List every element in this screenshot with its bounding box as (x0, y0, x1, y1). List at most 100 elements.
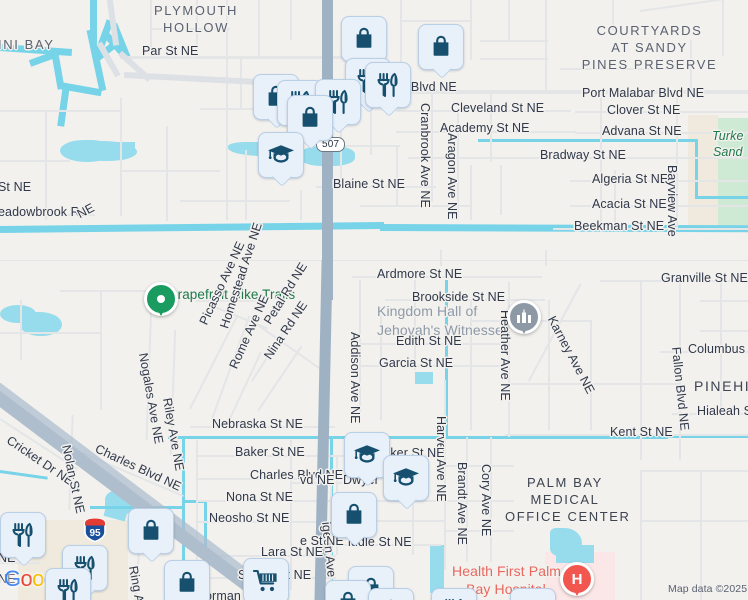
street-label: Ardmore St NE (377, 267, 463, 281)
shopping-bag-icon (356, 27, 372, 48)
canal (182, 500, 204, 503)
street-label: Algeria St NE (592, 172, 669, 186)
graduation-cap-icon (267, 144, 295, 166)
road-algeria-st (570, 180, 748, 183)
road-minor (700, 300, 748, 302)
area-line: PALM BAY (527, 475, 603, 490)
road-minor (724, 92, 748, 94)
road-biddle-st (336, 544, 441, 547)
fork-knife-icon (57, 578, 78, 600)
shopping-marker[interactable] (418, 24, 464, 70)
shopping-marker[interactable] (331, 492, 377, 538)
interstate-95-shield[interactable]: 95 (82, 517, 108, 543)
school-marker[interactable] (258, 132, 304, 178)
road-minor (400, 20, 470, 22)
street-label: Edith St NE (396, 334, 462, 348)
trail-dot-icon (157, 295, 165, 303)
street-label: Clover St NE (607, 103, 681, 117)
road-edith-st (360, 343, 510, 346)
road-minor (340, 145, 400, 147)
map-attribution: Map data ©2025 (668, 583, 748, 595)
road-minor (640, 520, 748, 522)
partial-marker[interactable] (510, 588, 556, 600)
shopping-bag-icon (139, 519, 163, 543)
shopping-bag-icon (433, 35, 449, 56)
partial-marker[interactable] (368, 588, 414, 600)
road-blaine-st (316, 186, 436, 189)
water-body (415, 372, 433, 384)
road-vertical (640, 280, 643, 460)
road-minor (612, 0, 614, 30)
road-cranbrook-ave (431, 92, 434, 202)
area-line: PINES PRESERVE (581, 57, 718, 72)
grocery-marker[interactable] (243, 558, 289, 600)
graduation-cap-icon (353, 444, 381, 466)
google-logo-letter: o (32, 566, 44, 591)
road-acacia-st (570, 205, 748, 208)
shopping-marker[interactable] (341, 16, 387, 62)
road-minor (360, 205, 470, 207)
canal (695, 196, 748, 199)
kingdom-hall-pin[interactable] (507, 300, 541, 334)
road-minor (370, 95, 372, 155)
road-minor (500, 165, 502, 215)
road-harvey-ave (444, 380, 447, 570)
road-minor (196, 300, 256, 302)
road-bradway-st (408, 157, 748, 160)
graduation-cap-icon (392, 467, 420, 489)
road-minor (640, 470, 642, 600)
street-label: NE (74, 200, 97, 222)
road-minor (258, 0, 260, 58)
road-vertical (226, 0, 229, 220)
road-minor (470, 165, 472, 220)
road-minor (0, 260, 748, 262)
street-label: Bradway St NE (540, 148, 627, 162)
place-of-worship-icon (517, 309, 531, 323)
road-nina-rd (257, 345, 303, 412)
shopping-bag-icon (175, 571, 199, 595)
canal (664, 435, 748, 438)
shopping-bag-icon (352, 27, 376, 51)
road-vertical (720, 280, 723, 410)
poi-line: Health First Palm (452, 563, 562, 579)
street-label: Hialeah St (697, 404, 748, 418)
road-minor (180, 200, 290, 202)
road-minor (480, 58, 548, 60)
road-pigeon-ave (330, 470, 333, 600)
road-vertical (600, 92, 603, 232)
street-label: St NE (0, 180, 32, 194)
hospital-pin[interactable]: H (560, 562, 594, 596)
shopping-marker[interactable] (325, 580, 371, 600)
creek (52, 57, 65, 90)
shopping-bag-icon (340, 591, 356, 600)
grapefruit-bike-trails-pin[interactable] (144, 282, 178, 316)
shopping-marker[interactable] (287, 95, 333, 141)
road-kent-st (505, 434, 748, 437)
restaurant-marker[interactable] (45, 568, 91, 600)
road-minor (510, 383, 680, 385)
school-marker[interactable] (383, 455, 429, 501)
restaurant-marker[interactable] (0, 512, 46, 558)
street-label: Cleveland St NE (451, 101, 545, 115)
road-bayview-ave (676, 96, 679, 228)
road-minor (444, 465, 514, 467)
road-heather-ave (508, 282, 511, 437)
road-minor (166, 126, 168, 221)
street-label: Petal Rd NE (261, 260, 310, 327)
area-label-courtyards: COURTYARDS AT SANDY PINES PRESERVE (562, 22, 737, 73)
road-minor (0, 160, 70, 162)
partial-marker[interactable] (431, 588, 477, 600)
road-minor (196, 440, 198, 590)
road-minor (640, 470, 748, 472)
shopping-marker[interactable] (164, 560, 210, 600)
shopping-marker[interactable] (128, 508, 174, 554)
shopping-bag-icon (298, 106, 322, 130)
road-minor (614, 170, 616, 230)
fork-knife-icon (56, 578, 80, 600)
road-fallon-blvd (679, 280, 682, 460)
road-minor (45, 110, 47, 220)
google-logo-letter: o (20, 566, 33, 591)
fork-knife-icon (12, 522, 33, 548)
restaurant-marker[interactable] (365, 62, 411, 108)
